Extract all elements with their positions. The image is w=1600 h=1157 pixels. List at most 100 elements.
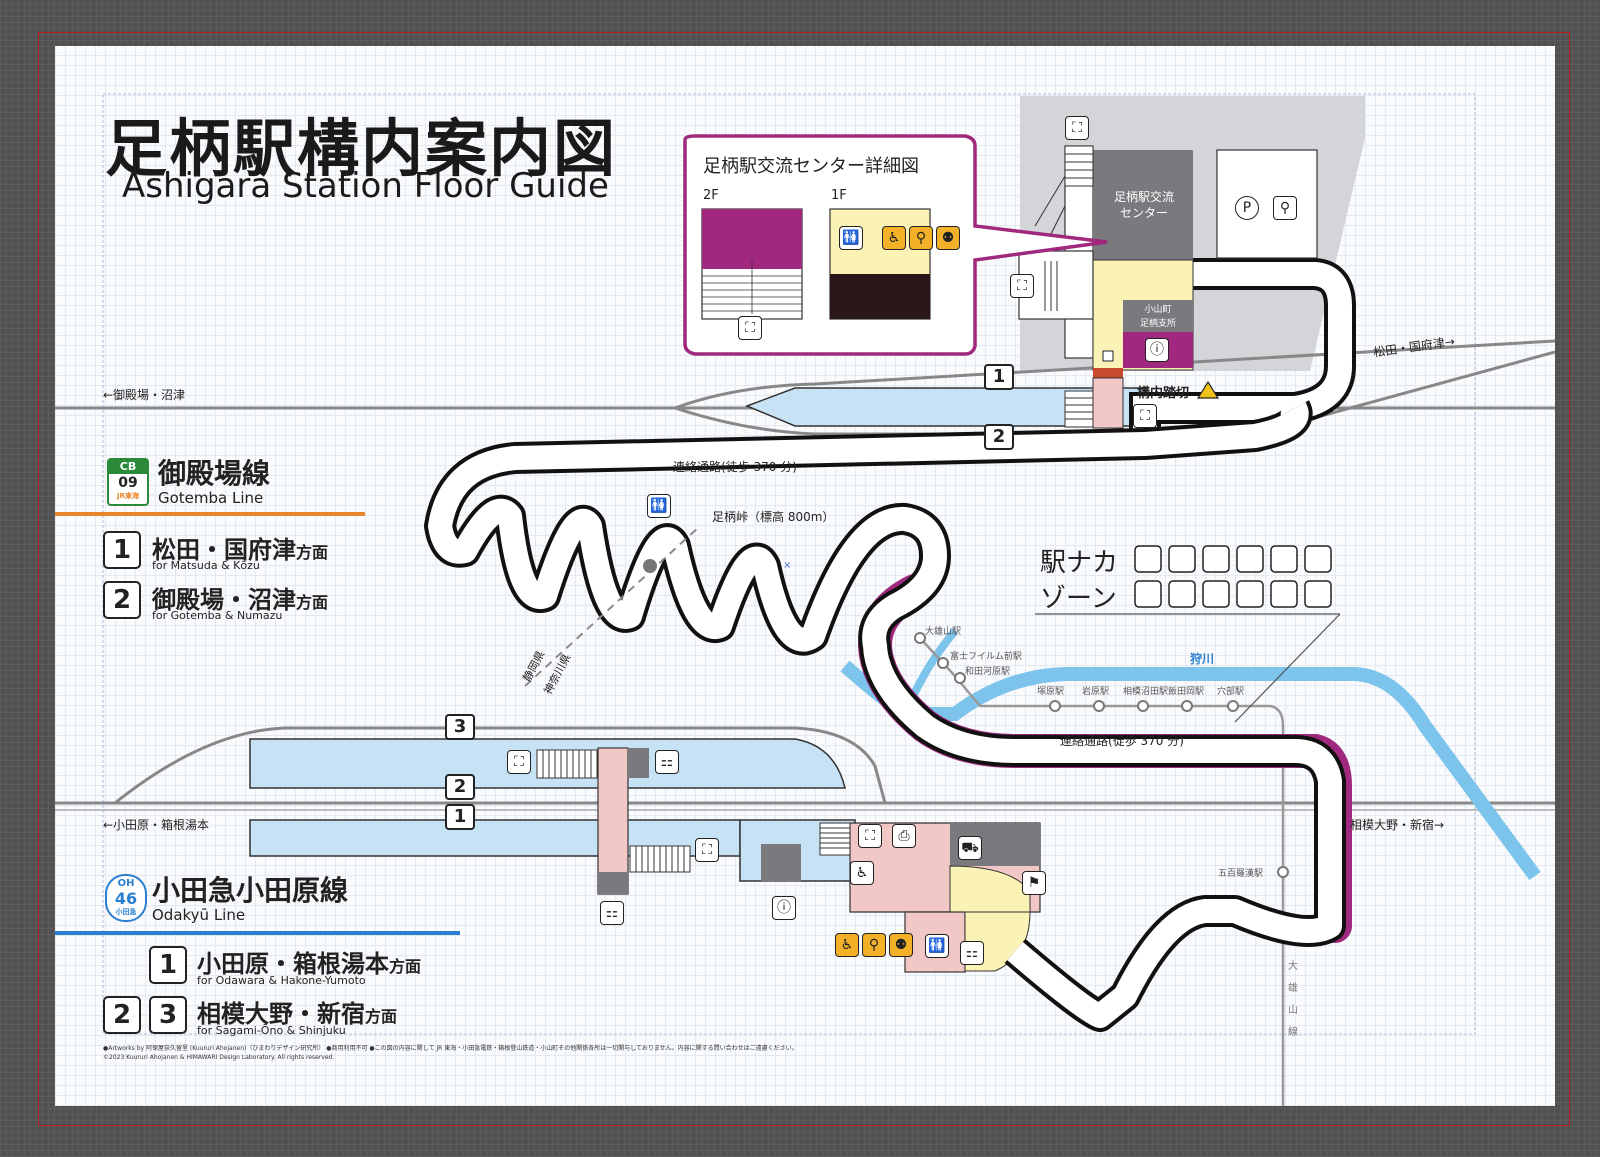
stairs-icon: ⛶	[738, 316, 762, 340]
floor-guide-sheet: ×	[55, 46, 1555, 1106]
station-tsukahara: 塚原駅	[1037, 687, 1065, 697]
daiyuzan-stations	[914, 632, 1289, 878]
odakyu-track-3	[114, 726, 887, 805]
escalator-odakyu-icon-3: ⛶	[858, 824, 882, 848]
gotemba-track-2: 2	[984, 424, 1014, 450]
escalator-icon: ⛶	[1065, 116, 1089, 140]
gotemba-color-bar	[55, 512, 365, 516]
pass-x-mark: ×	[783, 560, 791, 571]
odakyu-line-name-jp: 小田急小田原線	[152, 874, 349, 907]
gotemba-track-1: 1	[984, 364, 1014, 390]
odakyu-dir1-suffix: 方面	[389, 957, 422, 976]
pass-label: 足柄峠（標高 800m）	[712, 510, 835, 524]
odakyu-dir1-en: for Odawara & Hakone-Yumoto	[197, 974, 366, 987]
print-frame	[38, 32, 1570, 1126]
exchange-center-label1: 足柄駅交流	[1113, 190, 1174, 204]
walkways	[424, 258, 1356, 1032]
gotemba-station-badge: CB 09 JR東海	[107, 458, 149, 506]
gotemba-line-name-jp: 御殿場線	[158, 457, 271, 490]
gotemba-dir2-num: 2	[103, 581, 141, 619]
gotemba-code2: 09	[118, 475, 138, 491]
odakyu-shop-area	[949, 865, 1031, 913]
ostomate-icon: ⚉	[936, 226, 960, 250]
odakyu-track-3-label: 3	[445, 714, 475, 740]
gotemba-dir2-jp: 御殿場・沼津	[152, 586, 296, 614]
restroom-odakyu-icon: 🚻	[925, 934, 949, 958]
gotemba-code1: CB	[109, 460, 147, 474]
gotemba-dir2-text: 御殿場・沼津方面	[152, 580, 328, 615]
credits-line2: ©2023 Kuururi Ahojanen & HIMAWARI Design…	[103, 1054, 335, 1061]
odakyu-line-name-en: Odakyū Line	[152, 906, 246, 924]
detail-title: 足柄駅交流センター詳細図	[703, 156, 919, 177]
escalator-icon-2: ⛶	[1010, 274, 1034, 298]
ekinaka-leader	[1234, 613, 1341, 723]
escalator-icon-3: ⛶	[1133, 404, 1157, 428]
stairs-odakyu-upper	[536, 749, 598, 779]
restroom-pass-icon: 🚻	[647, 494, 671, 518]
odakyu-station-badge: OH 46 小田急	[105, 874, 147, 922]
guide-border	[102, 93, 1476, 1035]
prefecture-border	[524, 525, 701, 687]
ticket-machine-icon: ⎙	[892, 824, 916, 848]
escalator-odakyu-icon-2: ⛶	[695, 838, 719, 862]
odakyu-track-1-label: 1	[445, 804, 475, 830]
coin-locker-icon: ⚏	[960, 941, 984, 965]
river-label: 狩川	[1190, 652, 1215, 666]
odakyu-dir-right: 相模大野・新宿→	[1350, 818, 1445, 832]
branch-label2: 足柄支所	[1139, 319, 1176, 329]
odakyu-track-2-label: 2	[445, 774, 475, 800]
odakyu-dir2-en: for Sagami-Ōno & Shinjuku	[197, 1024, 346, 1037]
daiyuzan-line-label: 大雄山線	[1288, 961, 1298, 1038]
detail-2f-stairs	[702, 261, 802, 314]
ekinaka-label-2: ゾーン	[1040, 584, 1117, 614]
escalator-odakyu-icon: ⛶	[507, 750, 531, 774]
parking-box	[1216, 149, 1318, 259]
gotemba-dir1-en: for Matsuda & Kōzu	[152, 559, 260, 572]
family-restroom-icon: ⚲	[909, 226, 933, 250]
family-restroom-odakyu-icon: ⚲	[862, 933, 886, 957]
station-iwahara: 岩原駅	[1082, 687, 1110, 697]
passage-upper-label: 連絡通路(徒歩 370 分)	[673, 460, 797, 474]
odakyu-stair-block	[598, 872, 628, 894]
shop-icon: ⚑	[1022, 871, 1046, 895]
station-iidaoka: 飯田岡駅	[1168, 687, 1205, 697]
odakyu-code2: 46	[114, 889, 138, 908]
odakyu-dir1-text: 小田原・箱根湯本方面	[197, 944, 421, 979]
stairs-jr-crossing	[1064, 390, 1094, 428]
pass-marker	[643, 559, 657, 573]
ticket-gate-icon-2: ⚏	[600, 901, 624, 925]
branch-office-label-block	[1123, 300, 1193, 332]
station-daiyuzan: 大雄山駅	[925, 627, 962, 637]
credits: ●Artworks by 阿保屋奈久留里 (Kuururi Ahojanen)（…	[103, 1044, 798, 1062]
gotemba-company: JR東海	[117, 492, 139, 500]
bicycle-icon: ⚲	[1273, 196, 1297, 220]
map-drawing: ×	[55, 93, 1555, 1106]
credits-line1: ●Artworks by 阿保屋奈久留里 (Kuururi Ahojanen)（…	[103, 1045, 798, 1052]
ticket-gate-icon: ⚏	[655, 750, 679, 774]
exchange-center-building	[1093, 150, 1193, 260]
branch-label1: 小山町	[1144, 305, 1172, 315]
odakyu-color-bar	[55, 931, 460, 935]
odakyu-code1: OH	[117, 878, 135, 889]
bus-icon: ⛟	[958, 836, 982, 860]
ekinaka-label-1: 駅ナカ	[1040, 548, 1119, 578]
odakyu-dir1-jp: 小田原・箱根湯本	[197, 950, 389, 978]
gotemba-dir1-num: 1	[103, 531, 141, 569]
detail-2f-room	[702, 209, 802, 269]
odakyu-dir2-jp: 相模大野・新宿	[197, 1000, 365, 1028]
gotemba-dir1-jp: 松田・国府津	[152, 536, 296, 564]
restroom-icon: 🚻	[839, 226, 863, 250]
odakyu-dir2-num: 2	[103, 996, 141, 1034]
crossing-area	[1092, 377, 1124, 429]
page-title-en: Ashigara Station Floor Guide	[122, 166, 609, 206]
station-sagaminumata: 相模沼田駅	[1123, 687, 1169, 697]
stairs-odakyu-concourse	[819, 822, 851, 856]
gotemba-dir2-en: for Gotemba & Numazu	[152, 609, 283, 622]
odakyu-company: 小田急	[115, 908, 137, 916]
ekinaka-icon-grid	[1134, 545, 1332, 608]
gotemba-line-name-en: Gotemba Line	[158, 489, 264, 507]
info-desk-icon: ⓘ	[1145, 338, 1169, 362]
gotemba-track-lower	[674, 350, 1555, 436]
odakyu-dir-left: ←小田原・箱根湯本	[103, 818, 210, 832]
station-fujifilm: 富士フイルム前駅	[950, 652, 1022, 662]
